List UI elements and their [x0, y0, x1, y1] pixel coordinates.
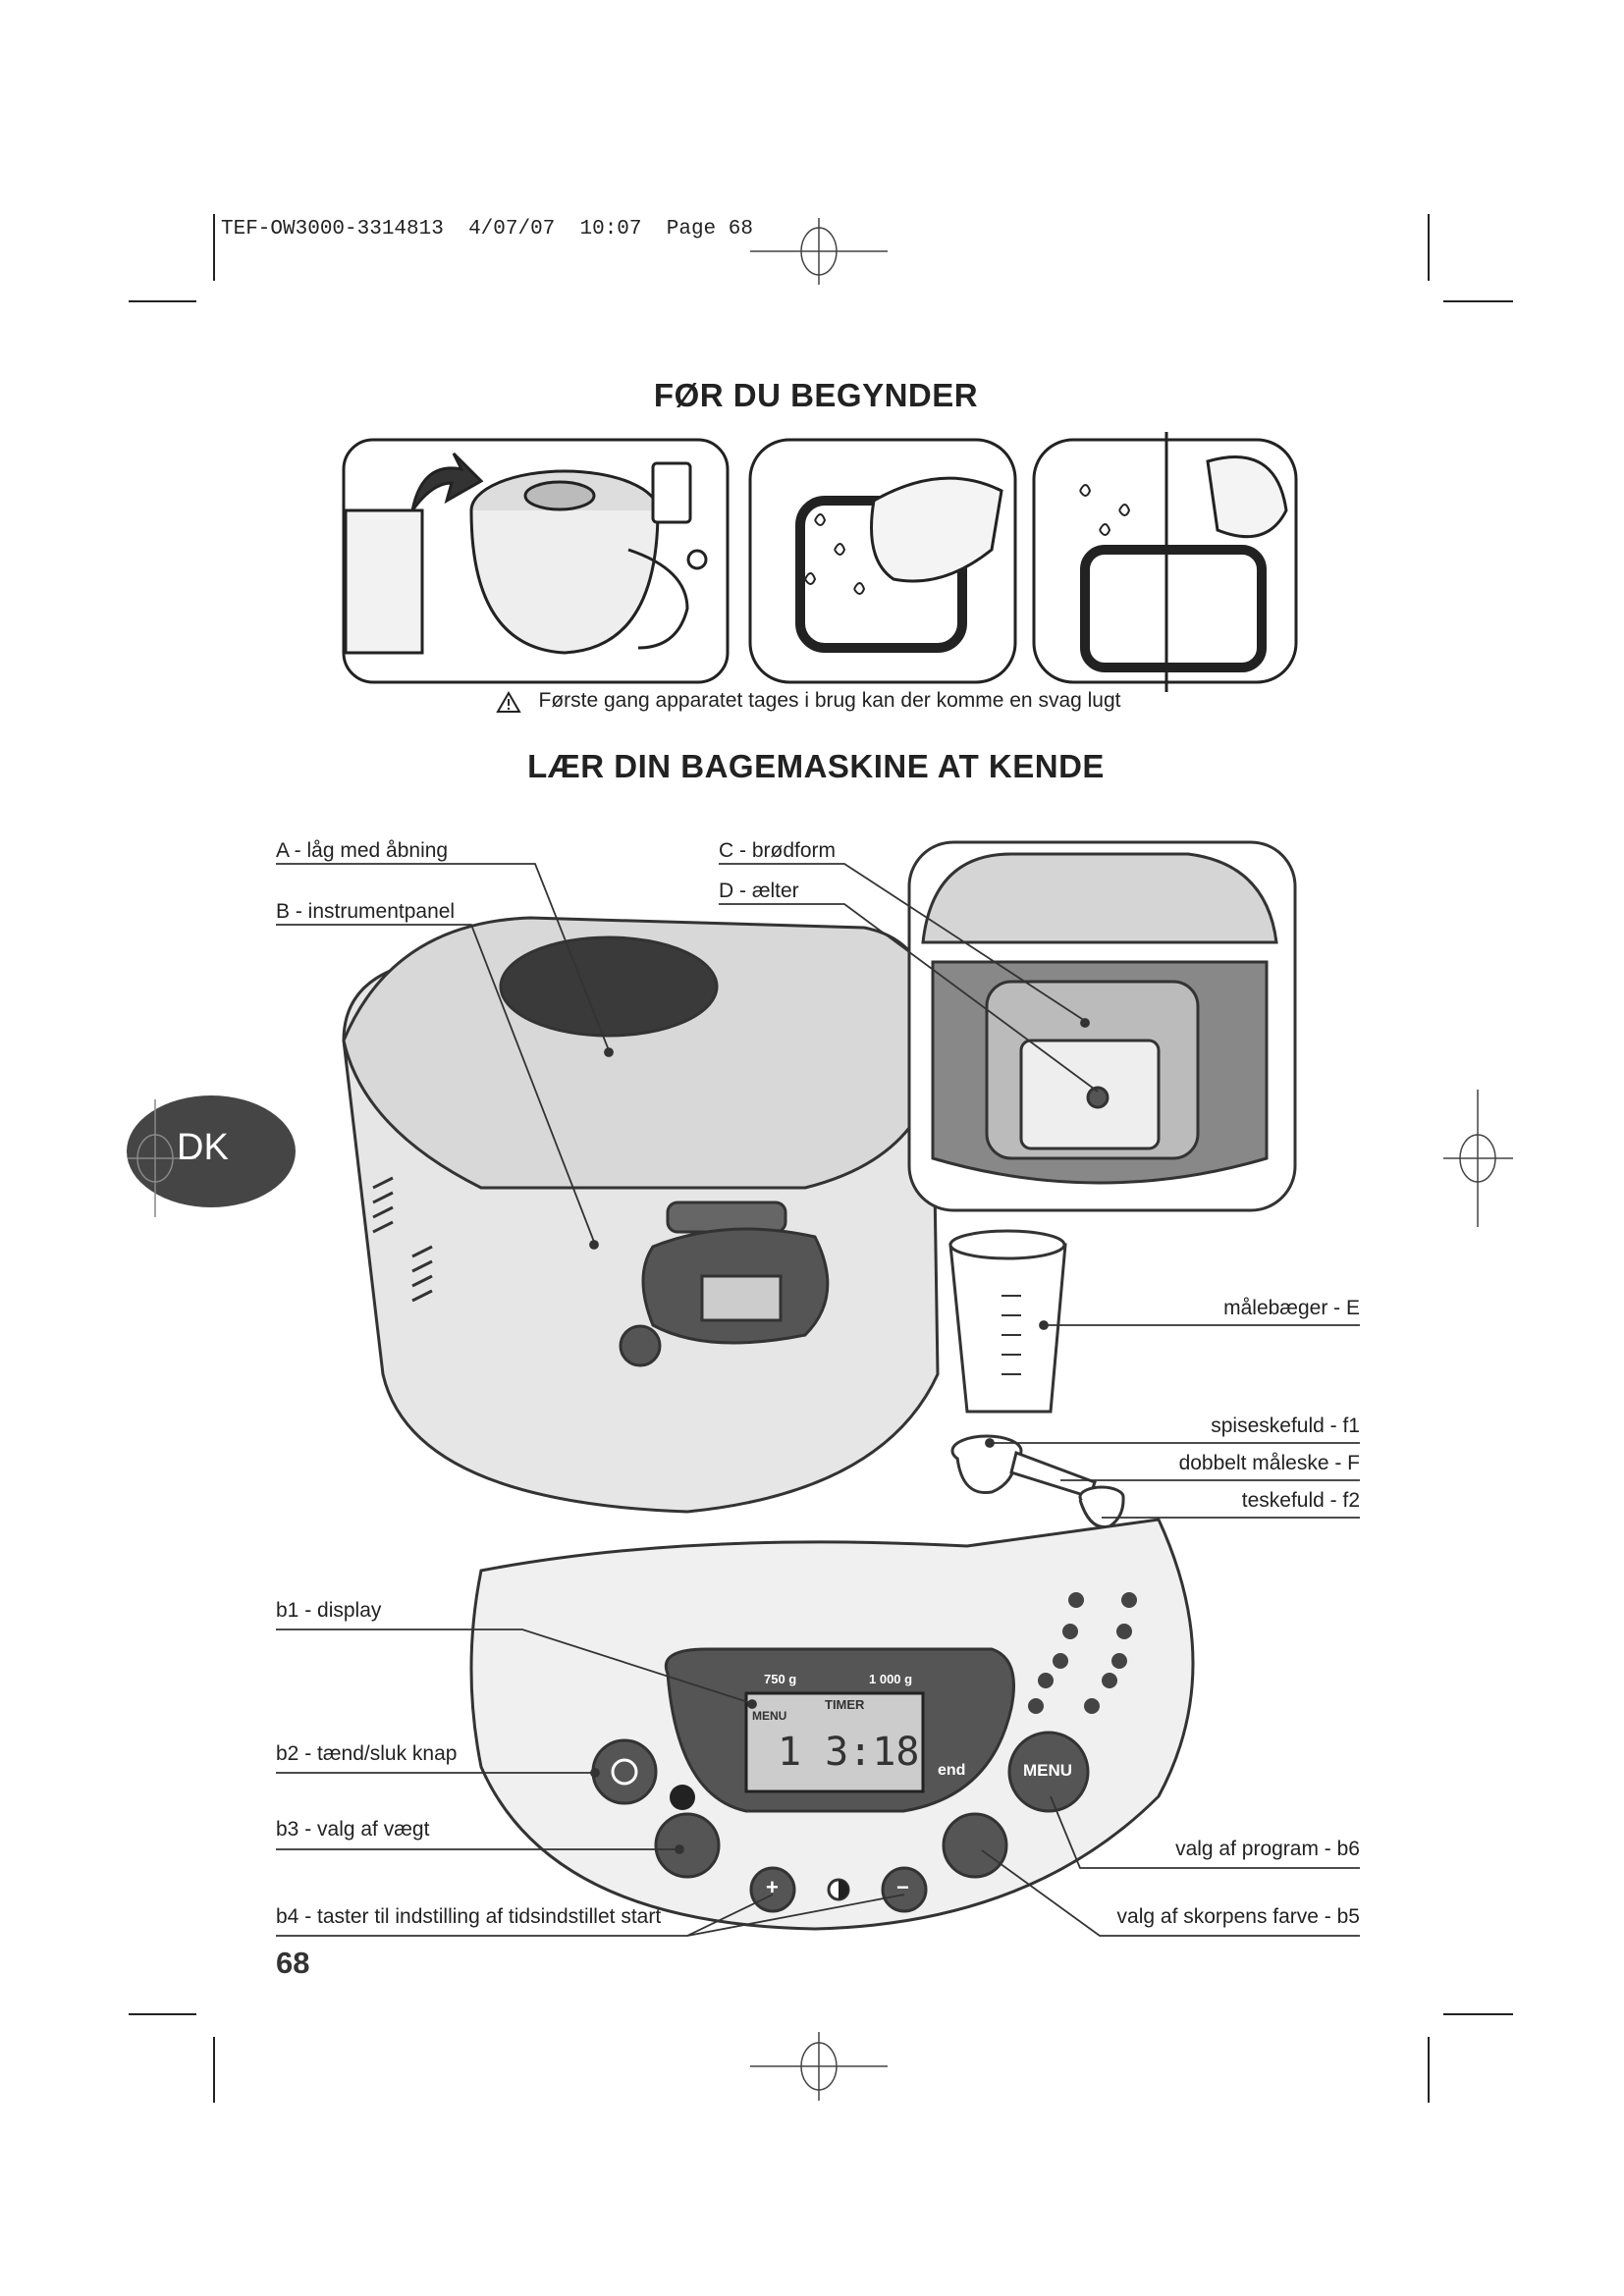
registration-mark-bottom: [750, 2032, 888, 2101]
label-double-spoon: dobbelt måleske - F: [1178, 1452, 1360, 1474]
label-program: valg af program - b6: [1175, 1838, 1360, 1860]
crust-color-button: [942, 1812, 1008, 1879]
leader-lines: [276, 863, 1360, 1937]
label-timer-keys: b4 - taster til indstilling af tidsindst…: [276, 1905, 662, 1928]
section-title-know-machine: LÆR DIN BAGEMASKINE AT KENDE: [527, 748, 1105, 784]
timer-indicator: TIMER: [825, 1697, 865, 1712]
label-kneader: D - ælter: [719, 880, 799, 902]
label-instrument-panel: B - instrumentpanel: [276, 900, 456, 923]
label-power-button: b2 - tænd/sluk knap: [276, 1742, 458, 1765]
menu-button: [1007, 1731, 1090, 1813]
warning-triangle-icon: [496, 691, 521, 713]
print-job-id: TEF-OW3000-3314813: [221, 218, 444, 240]
registration-mark-top: [750, 218, 888, 285]
plus-button-label[interactable]: +: [766, 1875, 779, 1899]
label-tablespoon: spiseskefuld - f1: [1211, 1415, 1360, 1437]
print-page: Page 68: [666, 218, 753, 240]
print-time: 10:07: [579, 218, 642, 240]
weight-750-indicator: 750 g: [764, 1672, 797, 1686]
menu-button-label[interactable]: MENU: [1023, 1761, 1073, 1780]
kneader: [1086, 1086, 1110, 1109]
menu-indicator: MENU: [752, 1709, 787, 1723]
display-time: 1 3:18: [778, 1730, 920, 1775]
print-date: 4/07/07: [468, 218, 556, 240]
minus-button: [881, 1866, 928, 1913]
section-title-before-start: FØR DU BEGYNDER: [653, 377, 979, 413]
label-bread-pan: C - brødform: [719, 839, 837, 862]
label-display: b1 - display: [276, 1599, 382, 1622]
end-indicator: end: [938, 1762, 966, 1779]
page-number: 68: [276, 1946, 310, 1980]
power-button: [591, 1738, 658, 1805]
double-measuring-spoon-illustration: [950, 1434, 1125, 1529]
minus-button-label[interactable]: −: [896, 1875, 909, 1899]
bread-maker-illustration: [342, 916, 940, 1514]
language-tab-shape: [127, 1095, 296, 1207]
weight-button: [654, 1812, 721, 1879]
warning-message: Første gang apparatet tages i brug kan d…: [538, 689, 1121, 712]
label-lid: A - låg med åbning: [276, 839, 449, 862]
measuring-cup-illustration: [948, 1229, 1067, 1414]
registration-mark-right: [1443, 1090, 1513, 1227]
print-header: TEF-OW3000-3314813 4/07/07 10:07 Page 68: [221, 218, 753, 240]
label-crust-color: valg af skorpens farve - b5: [1116, 1905, 1360, 1928]
clean-interior-illustration: [1032, 432, 1298, 692]
program-icons: [1028, 1592, 1137, 1714]
label-measuring-cup: målebæger - E: [1223, 1297, 1360, 1319]
label-weight: b3 - valg af vægt: [276, 1818, 430, 1841]
warning-text: Første gang apparatet tages i brug kan d…: [0, 689, 1624, 713]
unpack-illustration: [342, 438, 730, 684]
language-tab: DK: [177, 1127, 229, 1168]
label-teaspoon: teskefuld - f2: [1241, 1489, 1360, 1512]
open-bread-maker-illustration: [907, 840, 1297, 1212]
wipe-pan-illustration: [748, 438, 1017, 684]
crop-marks: [129, 214, 1513, 2103]
control-panel-detail: [469, 1518, 1195, 1931]
lid-window: [499, 935, 719, 1038]
weight-1000-indicator: 1 000 g: [869, 1672, 913, 1686]
